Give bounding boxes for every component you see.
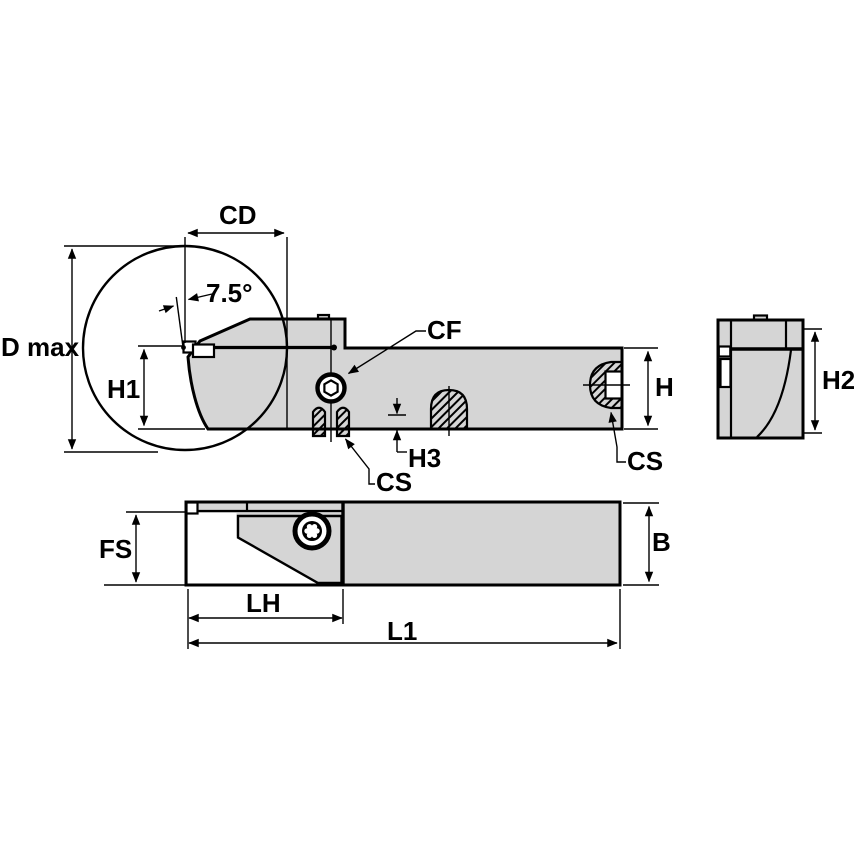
end-view-insert-pocket xyxy=(717,345,732,358)
label-cs-right: CS xyxy=(627,446,663,476)
label-cf: CF xyxy=(427,315,462,345)
clamp-slot-left-wall xyxy=(311,406,327,438)
label-h3: H3 xyxy=(408,443,441,473)
cs-left-leader xyxy=(344,438,375,485)
side-view xyxy=(81,244,630,452)
label-b: B xyxy=(652,527,671,557)
top-view xyxy=(184,500,622,587)
label-l1: L1 xyxy=(387,616,417,646)
top-view-outline xyxy=(184,500,622,587)
cf-leader xyxy=(347,330,426,375)
hex-socket-icon xyxy=(323,379,339,397)
label-cs-left: CS xyxy=(376,467,412,497)
torx-screw xyxy=(292,511,332,551)
dimension-labels: CD 7.5° D max H1 CF H3 CS CS H H2 FS LH … xyxy=(1,200,854,646)
label-h1: H1 xyxy=(107,374,140,404)
angle-arrow-right xyxy=(187,293,213,302)
label-angle: 7.5° xyxy=(206,278,253,308)
insert-tip-body xyxy=(191,343,216,359)
dimension-lines xyxy=(64,228,822,649)
label-fs: FS xyxy=(99,534,132,564)
label-cd: CD xyxy=(219,200,257,230)
end-view-clamp-slot xyxy=(719,357,732,389)
label-d-max: D max xyxy=(1,332,80,362)
label-h2: H2 xyxy=(822,365,854,395)
cf-hex-screw xyxy=(315,372,347,404)
end-view xyxy=(716,314,805,440)
top-view-insert xyxy=(185,501,199,515)
clamp-slot-right-wall xyxy=(335,406,351,438)
angle-arrow-left xyxy=(158,305,175,314)
cut-depth-end-dot xyxy=(331,344,337,351)
angle-reference-line xyxy=(175,296,184,348)
label-h: H xyxy=(655,372,674,402)
end-view-curved-face xyxy=(756,349,793,438)
label-lh: LH xyxy=(246,588,281,618)
end-view-body xyxy=(716,318,805,440)
cs-right-leader xyxy=(608,411,626,463)
top-view-cutaway xyxy=(188,513,317,584)
